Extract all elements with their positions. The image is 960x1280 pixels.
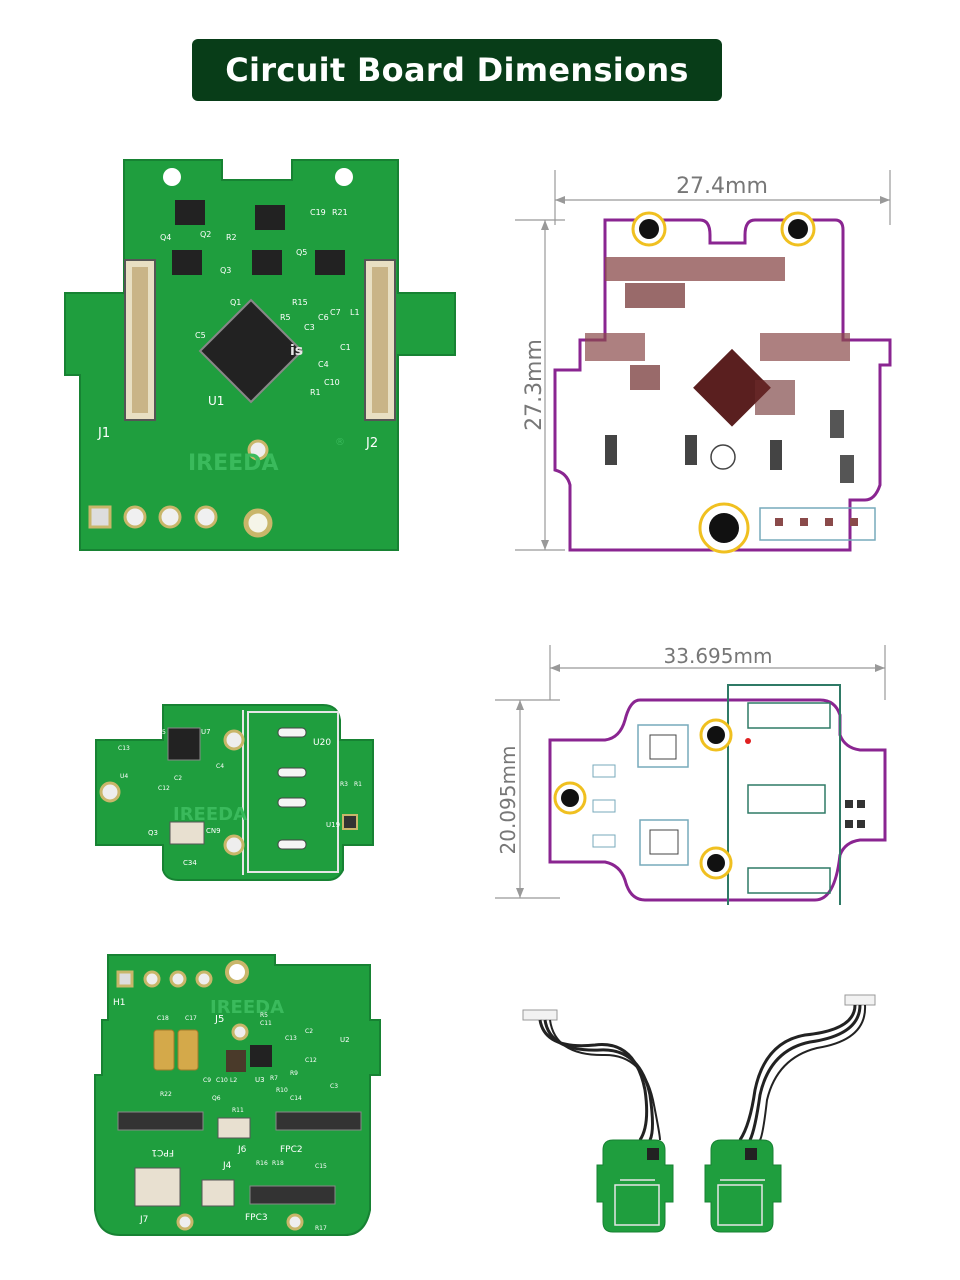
svg-text:C35: C35 [154,729,166,736]
banner-title: Circuit Board Dimensions [225,51,689,89]
svg-text:R1: R1 [354,781,362,788]
svg-text:R15: R15 [292,298,308,307]
svg-text:C2: C2 [305,1028,313,1035]
footprint-graphics-2 [592,724,865,866]
svg-text:C18: C18 [157,1015,169,1022]
brand-watermark-3: IREEDA [210,997,284,1018]
width-dimension-2: 33.695mm [664,644,773,668]
svg-text:C10: C10 [324,378,340,387]
board-outline-2 [548,698,887,902]
svg-text:L2: L2 [230,1077,237,1084]
cable-assembly-photo [522,994,876,1233]
label-c34: C34 [183,859,197,867]
svg-text:C1: C1 [340,343,351,352]
width-dimension-1: 27.4mm [676,174,768,199]
svg-text:U4: U4 [120,773,128,780]
label-h1: H1 [113,998,126,1008]
label-cn9: CN9 [206,827,221,835]
label-u19: U19 [326,821,340,829]
svg-text:Q2: Q2 [200,230,211,239]
svg-text:C4: C4 [216,763,224,770]
svg-text:C7: C7 [330,308,341,317]
label-j7: J7 [139,1215,148,1225]
svg-text:R1: R1 [310,388,321,397]
svg-text:R3: R3 [340,781,348,788]
svg-text:R21: R21 [332,208,348,217]
cable-assembly-right [704,994,876,1233]
svg-text:Q3: Q3 [220,266,231,275]
svg-text:Q1: Q1 [230,298,241,307]
svg-text:C15: C15 [315,1163,327,1170]
svg-text:C10: C10 [216,1077,228,1084]
svg-text:C4: C4 [318,360,329,369]
svg-text:Q4: Q4 [160,233,171,242]
svg-text:R5: R5 [280,313,291,322]
svg-text:Q6: Q6 [212,1095,221,1102]
cable-assembly-left [522,1009,674,1233]
svg-text:L1: L1 [350,308,360,317]
svg-text:C14: C14 [290,1095,302,1102]
svg-text:C13: C13 [285,1035,297,1042]
svg-text:C17: C17 [185,1015,197,1022]
svg-text:R18: R18 [272,1160,284,1167]
svg-text:C12: C12 [158,785,170,792]
height-dimension-2: 20.095mm [496,746,520,855]
svg-text:Q5: Q5 [296,248,307,257]
svg-text:R22: R22 [160,1091,172,1098]
part-labels-2: C35 C13 U4 C2 C4 R3 R1 C12 [118,729,362,792]
reg-mark-1: ® [335,437,345,448]
brand-watermark-2: IREEDA [173,804,247,825]
svg-text:C3: C3 [304,323,315,332]
pcb-board-3 [94,954,381,1236]
brand-watermark-1: IREEDA [188,451,278,476]
label-u2: U2 [340,1036,350,1044]
label-fpc1: FPC1 [151,1147,174,1157]
svg-text:R7: R7 [270,1075,278,1082]
label-fpc2: FPC2 [280,1145,303,1155]
chip-u1 [198,298,304,404]
label-u3: U3 [255,1076,265,1084]
title-banner: Circuit Board Dimensions [192,39,722,101]
svg-text:R5: R5 [260,1012,268,1019]
part-labels-1: C19 R21 Q4 Q2 R2 Q3 Q5 R15 C5 C7 C6 L1 C… [160,208,360,397]
pcb-photo-top-left: is J1 J2 U1 IREEDA ® C19 R21 Q4 Q2 R2 Q3… [64,159,456,551]
svg-text:R2: R2 [226,233,237,242]
pcb-diagram-middle-right: 33.695mm 20.095mm [495,644,887,905]
label-j1: J1 [97,426,110,441]
pcb-photo-bottom-left: H1 J5 FPC1 FPC2 FPC3 J4 J6 J7 U2 U3 IREE… [94,954,381,1236]
svg-text:R10: R10 [276,1087,288,1094]
label-u20: U20 [313,738,331,748]
chip-logo-text: is [290,343,303,359]
label-j4: J4 [222,1161,232,1171]
pcb-diagram-top-right: 27.4mm 27.3mm [515,170,892,554]
svg-text:C6: C6 [318,313,329,322]
label-fpc3: FPC3 [245,1213,268,1223]
svg-text:R11: R11 [232,1107,244,1114]
pcb-photo-middle-left: U20 U19 CN9 U7 C34 Q3 IREEDA C35 C13 U4 … [95,704,374,881]
part-labels-3: C18 C17 C11 R5 C2 C13 C12 C9 C10 L2 R7 R… [157,1012,338,1232]
keepout-region-2 [727,684,841,905]
label-q3: Q3 [148,829,158,837]
label-u1: U1 [208,394,224,408]
svg-text:R9: R9 [290,1070,298,1077]
label-j5: J5 [214,1014,224,1025]
svg-text:C3: C3 [330,1083,338,1090]
svg-text:C12: C12 [305,1057,317,1064]
label-j2: J2 [365,436,378,451]
svg-text:C19: C19 [310,208,326,217]
height-dimension-1: 27.3mm [522,339,547,431]
svg-text:R16: R16 [256,1160,268,1167]
svg-text:C13: C13 [118,745,130,752]
label-j6: J6 [237,1145,247,1155]
label-u7: U7 [201,728,211,736]
svg-text:C11: C11 [260,1020,272,1027]
svg-text:R17: R17 [315,1225,327,1232]
pcb-board-2 [95,704,374,881]
svg-text:C9: C9 [203,1077,211,1084]
svg-text:C5: C5 [195,331,206,340]
svg-text:C2: C2 [174,775,182,782]
